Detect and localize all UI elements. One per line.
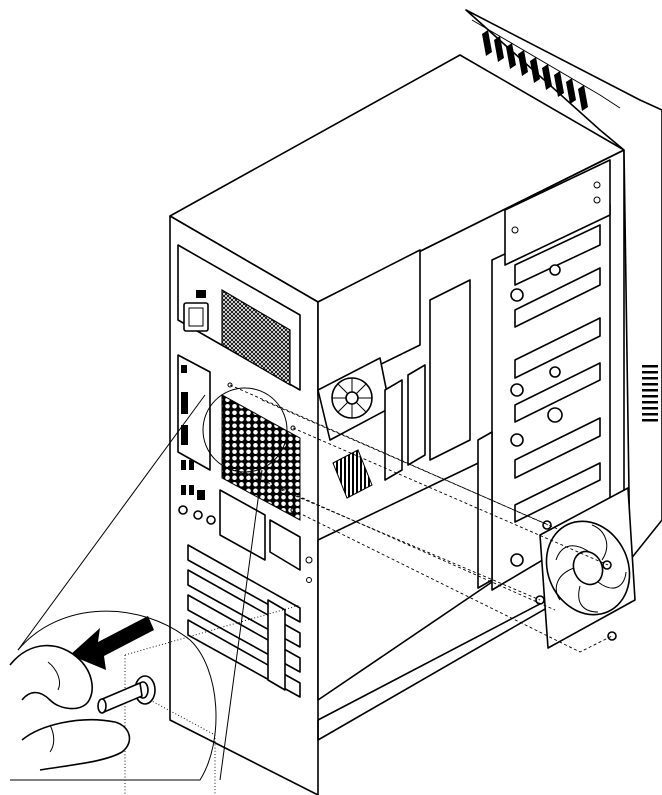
front-vent — [642, 365, 658, 422]
arrow-left-icon — [70, 616, 154, 670]
chip-heatsink — [332, 449, 373, 499]
magnifier-callout — [9, 387, 301, 795]
heatsink — [317, 357, 391, 441]
rear-fan — [535, 487, 636, 649]
push-pin-rivet — [97, 675, 156, 714]
rear-fan-grill — [221, 394, 301, 521]
fingers — [9, 644, 131, 771]
alignment-lines — [229, 384, 613, 653]
bezel-grip — [482, 30, 588, 111]
power-supply-inner — [317, 249, 421, 396]
rear-panel-details — [177, 244, 313, 698]
drive-bay-cage — [477, 159, 611, 591]
expansion-cards — [384, 279, 471, 481]
power-supply-vent — [221, 288, 291, 387]
